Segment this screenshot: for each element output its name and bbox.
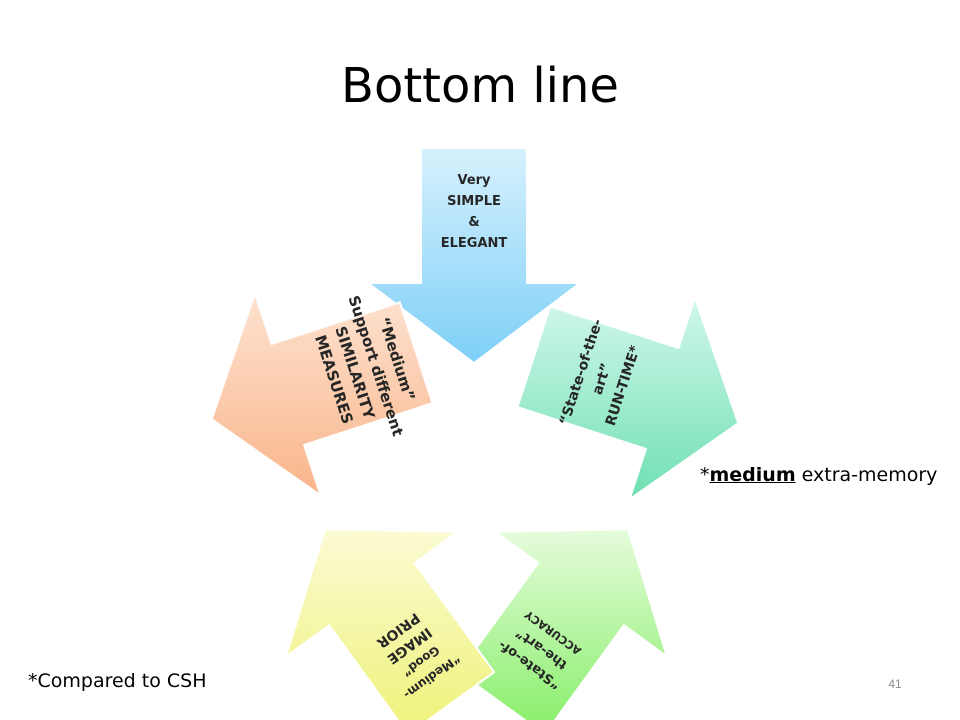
arrow-2: “State-of-the-art”RUN-TIME* [516,296,740,501]
arrow-3: “State-of-the-art”ACCURACY [457,528,668,720]
arrow-5: “Medium”Support differentSIMILARITYMEASU… [210,292,434,497]
arrow-shape [210,292,434,497]
slide-number: 41 [888,677,902,691]
memory-footnote-emphasis: medium [709,464,796,486]
arrow-label-line: & [468,215,479,230]
arrow-shape [457,528,668,720]
arrow-shape [367,147,581,364]
arrow-shape [285,528,496,720]
memory-footnote-prefix: * [700,464,710,486]
arrow-label-line: Very [457,173,491,188]
memory-footnote: *medium extra-memory [700,464,937,486]
arrow-shape [516,296,740,501]
csh-footnote: *Compared to CSH [28,670,207,692]
memory-footnote-suffix: extra-memory [795,464,938,486]
arrow-label-line: SIMPLE [447,194,501,209]
arrow-label-line: ELEGANT [441,236,508,251]
slide-title: Bottom line [341,58,619,114]
